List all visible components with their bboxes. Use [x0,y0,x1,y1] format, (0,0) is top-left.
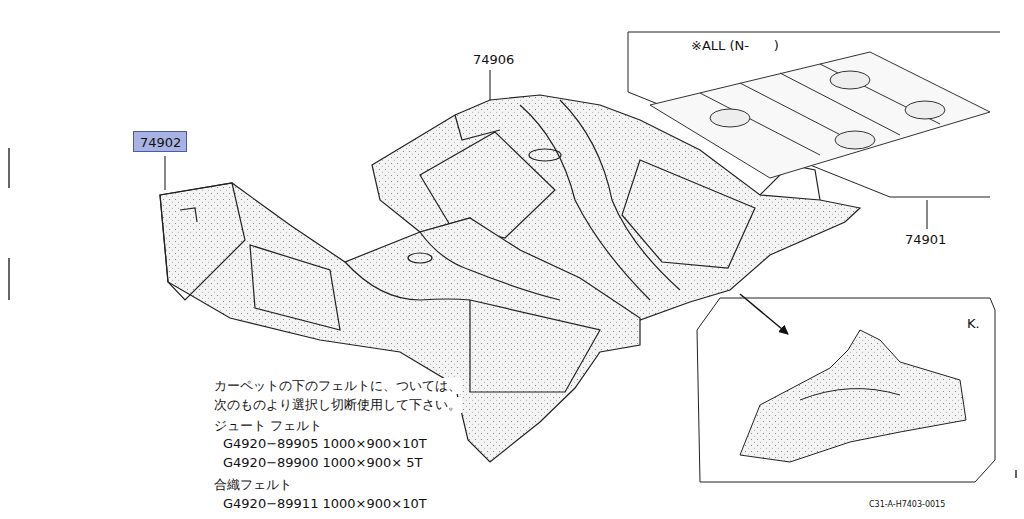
part-spec: G4920−89911 1000×900×10T [222,496,428,512]
note-text: 次のものより選択し切断使用して下さい。 [213,397,462,413]
callout-number: 74906 [472,52,515,68]
note-heading: ジュート フェルト [213,418,323,434]
callout-number: 74901 [904,232,947,248]
detail-letter: K. [966,316,981,332]
drawing-code: C31-A-H7403-0015 [868,500,946,510]
rear-carpet [160,183,640,462]
highlight-box: 74902 [133,131,187,152]
note-text: カーペットの下のフェルトに、ついては、 [213,378,462,394]
note-heading: 合織フェルト [213,477,293,493]
leader-line [165,70,927,229]
callout-number: 74902 [140,135,180,150]
floor-mat [650,52,990,178]
detail-inset [697,298,995,482]
part-spec: G4920−89900 1000×900× 5T [222,455,424,471]
detail-arrow [740,294,788,334]
part-spec: G4920−89905 1000×900×10T [222,436,428,452]
inset-frame [628,32,1000,197]
variant-note: ※ALL (N- ) [690,38,780,54]
